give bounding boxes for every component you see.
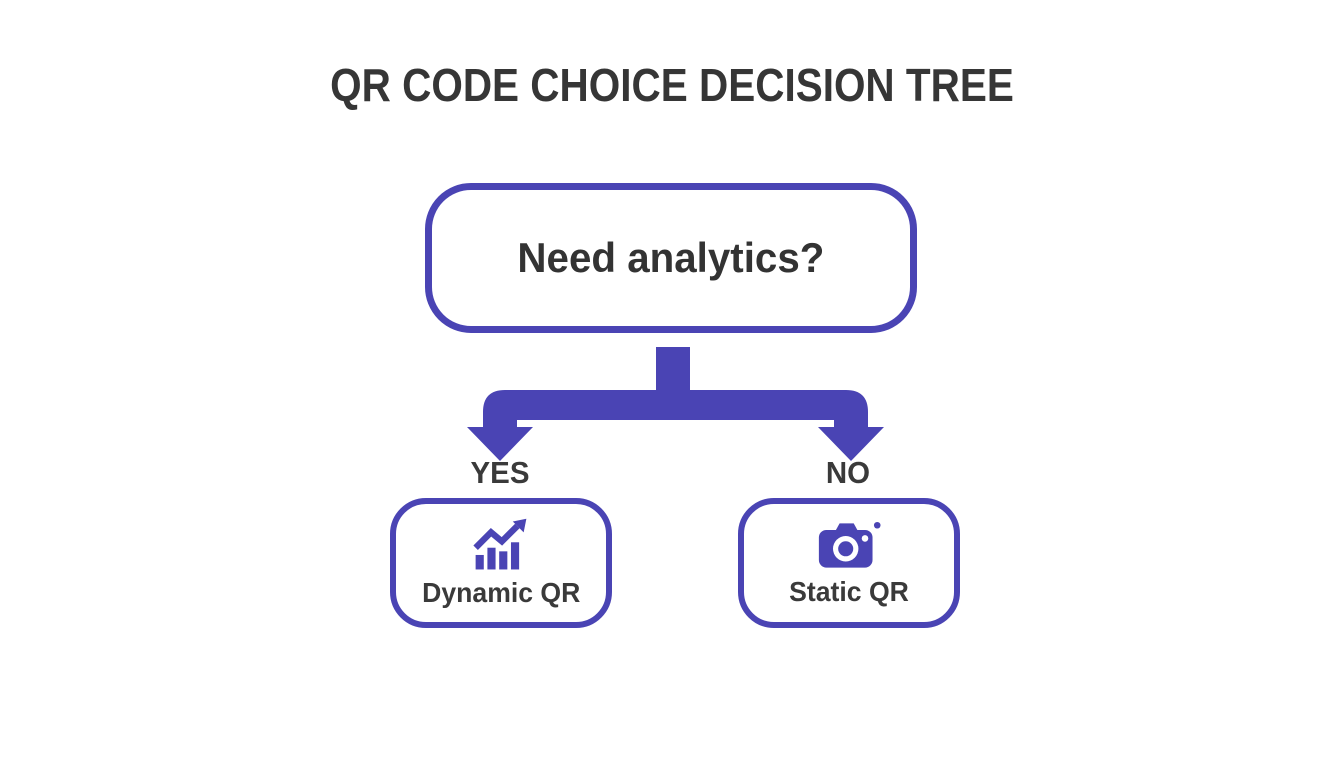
dynamic-qr-node: Dynamic QR [390,498,612,628]
root-node-label: Need analytics? [517,234,825,281]
static-qr-node: Static QR [738,498,960,628]
branch-arrow-shape [467,347,884,461]
branch-label-yes: YES [470,455,530,490]
trending-up-chart-icon [473,518,527,569]
static-qr-label: Static QR [789,575,909,607]
branch-label-no: NO [825,455,871,490]
camera-icon [818,521,881,568]
page-title: QR CODE CHOICE DECISION TREE [330,59,1014,111]
dynamic-qr-label: Dynamic QR [421,576,581,608]
root-node-need-analytics: Need analytics? [425,183,917,333]
